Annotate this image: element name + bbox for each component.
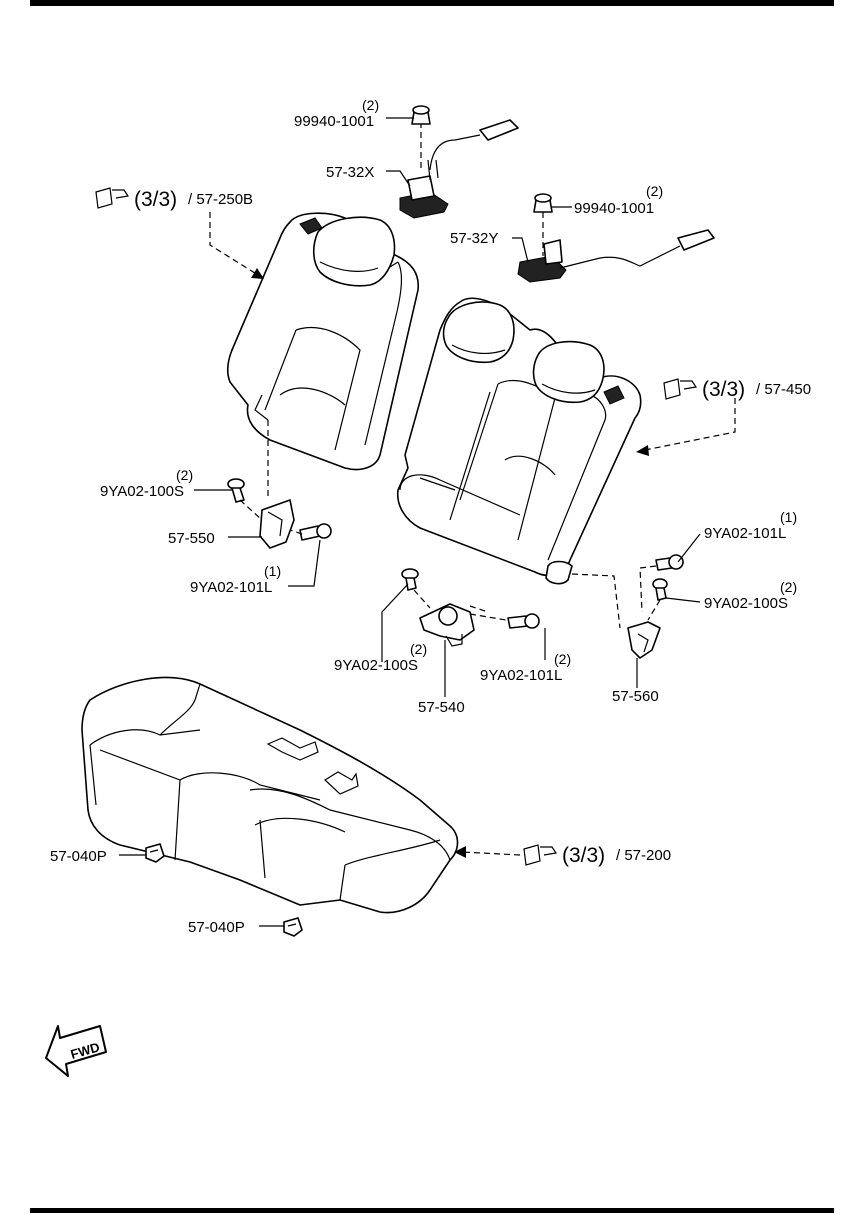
cable-connector-32y (677, 229, 715, 251)
mid-bracket-axis (413, 589, 507, 621)
cable-57-32y (559, 245, 681, 269)
top-rule (30, 0, 834, 6)
qty-100s-right: (2) (780, 579, 797, 595)
clip-57-040p-b[interactable] (283, 917, 303, 937)
part-57-040p-a[interactable]: 57-040P (50, 848, 107, 865)
ref-57-250b-number[interactable]: / 57-250B (188, 191, 253, 208)
part-57-560[interactable]: 57-560 (612, 688, 659, 705)
right-seat-back[interactable] (396, 297, 642, 576)
ref-57-250b-fraction[interactable]: (3/3) (134, 188, 177, 211)
book-icon (95, 187, 130, 209)
part-9ya02-100s-left[interactable]: 9YA02-100S (100, 483, 184, 500)
qty-101l-right: (1) (780, 509, 797, 525)
fwd-arrow-icon: FWD (45, 1025, 107, 1077)
part-9ya02-100s-mid[interactable]: 9YA02-100S (334, 657, 418, 674)
part-99940-1001-right[interactable]: 99940-1001 (574, 200, 654, 217)
cushion-hook-left (266, 737, 319, 761)
left-latch-tab (299, 217, 323, 235)
qty-99940-top: (2) (362, 97, 379, 113)
cable-connector-32x (479, 119, 519, 141)
nut-99940-right[interactable] (533, 193, 553, 213)
bolt-9ya02-100s-mid[interactable] (401, 568, 419, 591)
bolt-9ya02-100s-left[interactable] (227, 478, 245, 503)
ref-57-200-number[interactable]: / 57-200 (616, 847, 671, 864)
seat-cushion[interactable] (81, 676, 459, 914)
qty-101l-mid: (2) (554, 651, 571, 667)
left-bracket-axis (239, 420, 303, 535)
hinge-57-32x[interactable] (399, 159, 449, 219)
cable-57-32x (429, 134, 481, 171)
book-icon (663, 378, 698, 400)
right-latch-tab (603, 385, 625, 405)
qty-99940-right: (2) (646, 183, 663, 199)
bolt-9ya02-101l-left[interactable] (299, 523, 332, 541)
part-9ya02-100s-right[interactable]: 9YA02-100S (704, 595, 788, 612)
ref-arrow-57-200 (461, 851, 521, 856)
part-57-32y[interactable]: 57-32Y (450, 230, 498, 247)
ref-arrow-57-450 (644, 398, 736, 451)
bracket-57-560[interactable] (627, 621, 661, 659)
part-57-540[interactable]: 57-540 (418, 699, 465, 716)
cushion-hook-right (324, 771, 359, 795)
bolt-9ya02-101l-right[interactable] (655, 554, 684, 571)
bottom-rule (30, 1208, 834, 1213)
ref-arrow-57-250b (209, 212, 259, 276)
hinge-57-32y[interactable] (517, 239, 567, 283)
right-headrest-outer[interactable] (532, 340, 605, 404)
clip-57-040p-a[interactable] (145, 843, 165, 863)
nut-99940-top[interactable] (411, 105, 431, 125)
qty-100s-mid: (2) (410, 641, 427, 657)
left-headrest[interactable] (312, 216, 396, 287)
ref-57-450-number[interactable]: / 57-450 (756, 381, 811, 398)
part-9ya02-101l-mid[interactable]: 9YA02-101L (480, 667, 562, 684)
bolt-9ya02-100s-right[interactable] (652, 578, 668, 601)
leader-lines (119, 117, 701, 927)
book-icon (523, 844, 558, 866)
right-bracket-axis (571, 565, 661, 629)
ref-57-450-fraction[interactable]: (3/3) (702, 378, 745, 401)
part-9ya02-101l-left[interactable]: 9YA02-101L (190, 579, 272, 596)
right-seat-back-foot (545, 560, 573, 585)
bracket-57-540[interactable] (419, 603, 475, 647)
right-headrest-center[interactable] (442, 301, 515, 364)
part-57-040p-b[interactable]: 57-040P (188, 919, 245, 936)
qty-100s-left: (2) (176, 467, 193, 483)
bracket-57-550[interactable] (259, 499, 295, 549)
bolt-9ya02-101l-mid[interactable] (507, 613, 540, 629)
part-9ya02-101l-right[interactable]: 9YA02-101L (704, 525, 786, 542)
part-99940-1001-top[interactable]: 99940-1001 (294, 113, 374, 130)
ref-arrowhead-57-450 (636, 445, 649, 456)
part-57-32x[interactable]: 57-32X (326, 164, 374, 181)
part-57-550[interactable]: 57-550 (168, 530, 215, 547)
ref-arrowhead-57-200 (454, 846, 466, 858)
ref-arrowhead-57-250b (251, 268, 264, 279)
qty-101l-left: (1) (264, 563, 281, 579)
ref-57-200-fraction[interactable]: (3/3) (562, 844, 605, 867)
